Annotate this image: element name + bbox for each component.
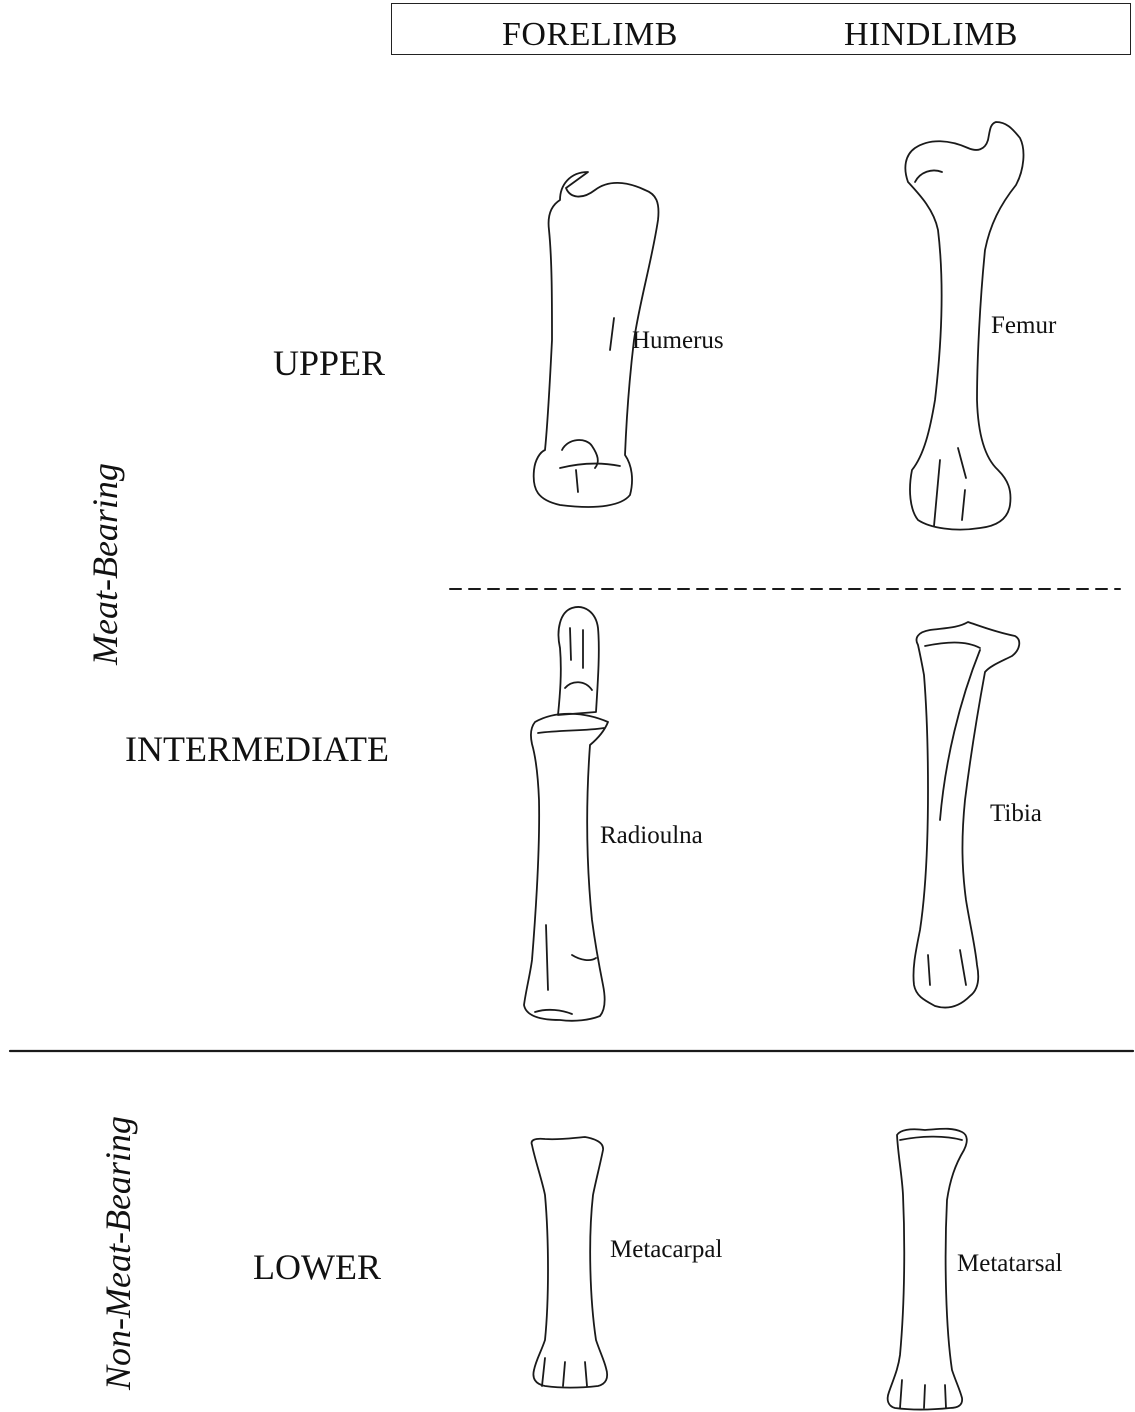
femur-label: Femur — [991, 312, 1056, 340]
tibia-label: Tibia — [990, 800, 1042, 828]
metacarpal-drawing — [532, 1137, 608, 1388]
metatarsal-label: Metatarsal — [957, 1250, 1063, 1278]
radioulna-drawing — [524, 607, 608, 1021]
radioulna-label: Radioulna — [600, 822, 703, 850]
metacarpal-label: Metacarpal — [610, 1236, 722, 1264]
humerus-label: Humerus — [632, 327, 724, 355]
metatarsal-drawing — [888, 1129, 967, 1410]
